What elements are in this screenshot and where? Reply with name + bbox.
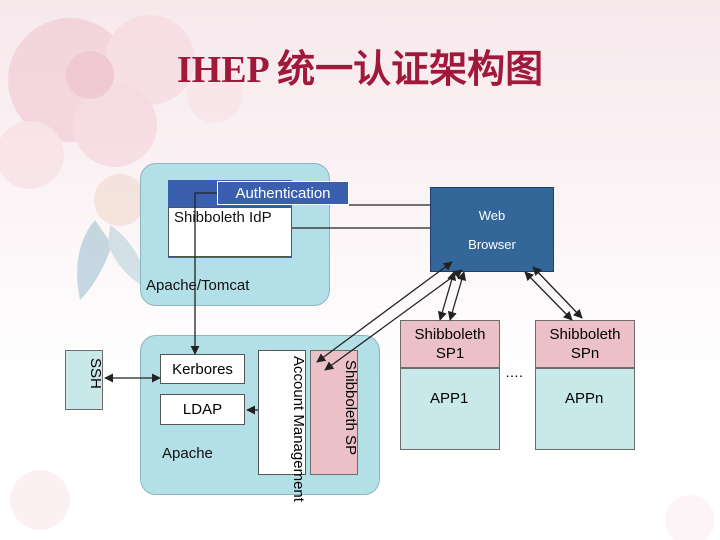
sp1-app-label: APP1	[430, 390, 469, 407]
authentication-box[interactable]: Authentication	[217, 181, 349, 205]
spn-app-box[interactable]	[535, 368, 635, 450]
apache-label: Apache	[162, 445, 213, 462]
ldap-label: LDAP	[182, 401, 223, 418]
shibboleth-idp-label: Shibboleth IdP	[174, 209, 272, 226]
ssh-label: SSH	[87, 358, 104, 389]
ellipsis: ….	[505, 364, 523, 380]
sp1-app-box[interactable]	[400, 368, 500, 450]
web-browser-box[interactable]: Web Browser	[430, 187, 554, 272]
spn-header[interactable]: Shibboleth SPn	[535, 320, 635, 368]
spn-app-label: APPn	[565, 390, 604, 407]
shibboleth-idp-box[interactable]	[168, 207, 292, 257]
auth-kerberos-connector	[190, 192, 217, 355]
page-title: IHEP 统一认证架构图	[176, 49, 544, 91]
browser-shibsp-connector-b	[324, 269, 463, 371]
browser-sp1-connector-b	[447, 271, 467, 321]
account-management-label: Account Management	[290, 356, 307, 502]
kerberos-box[interactable]: Kerbores	[160, 354, 245, 384]
spn-header-label: Shibboleth SPn	[549, 325, 621, 363]
ldap-box[interactable]: LDAP	[160, 394, 245, 425]
authentication-label: Authentication	[235, 184, 331, 202]
shibboleth-sp-label: Shibboleth SP	[342, 360, 359, 456]
kerberos-label: Kerbores	[172, 360, 233, 378]
browser-spn-connector-b	[532, 266, 583, 319]
browser-spn-connector-a	[524, 271, 573, 321]
web-browser-line2: Browser	[468, 236, 516, 252]
web-browser-line1: Web	[478, 207, 506, 223]
shibboleth-sp-box[interactable]	[310, 350, 358, 475]
browser-shibsp-connector-a	[316, 261, 453, 363]
ssh-box[interactable]	[65, 350, 103, 410]
apache-tomcat-label: Apache/Tomcat	[146, 277, 250, 294]
account-management-box[interactable]	[258, 350, 306, 475]
